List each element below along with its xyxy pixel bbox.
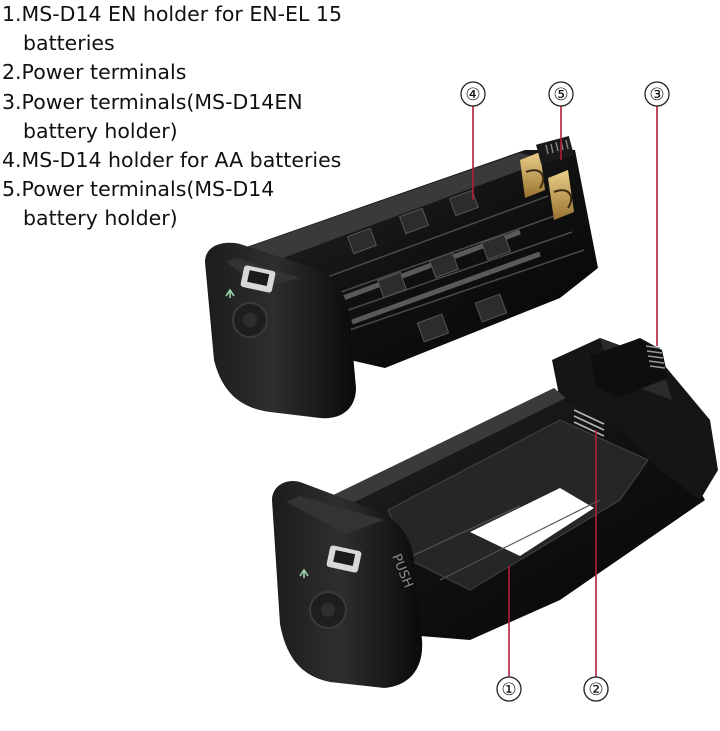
en-holder-grip bbox=[272, 480, 423, 688]
en-holder-end-block bbox=[552, 338, 718, 500]
en-el15-battery-holder: PUSH bbox=[272, 338, 718, 688]
legend-item-4-line1: 4.MS-D14 holder for AA batteries bbox=[2, 148, 342, 173]
aa-holder-top-rail bbox=[240, 153, 548, 262]
en-holder-power-terminals-top bbox=[590, 338, 668, 398]
callout-5: ⑤ bbox=[548, 81, 574, 107]
legend-item-3: 3.Power terminals(MS-D14EN battery holde… bbox=[2, 88, 402, 146]
legend-item-2-line1: 2.Power terminals bbox=[2, 60, 187, 85]
callout-4-label: ④ bbox=[465, 85, 480, 105]
en-holder-side-rail bbox=[294, 388, 566, 526]
aa-holder-lock-icon bbox=[225, 288, 235, 298]
legend-item-4: 4.MS-D14 holder for AA batteries bbox=[2, 146, 402, 175]
aa-battery-holder bbox=[205, 135, 598, 419]
legend-item-2: 2.Power terminals bbox=[2, 58, 402, 87]
aa-holder-ribs bbox=[347, 189, 511, 343]
callout-4: ④ bbox=[460, 81, 486, 107]
callout-3-label: ③ bbox=[649, 85, 664, 105]
callout-1: ① bbox=[496, 676, 522, 702]
legend-item-3-line1: 3.Power terminals(MS-D14EN bbox=[2, 89, 303, 114]
callout-5-label: ⑤ bbox=[553, 85, 568, 105]
legend-item-1: 1.MS-D14 EN holder for EN-EL 15 batterie… bbox=[2, 0, 402, 58]
callout-1-label: ① bbox=[501, 680, 516, 700]
legend-list: 1.MS-D14 EN holder for EN-EL 15 batterie… bbox=[2, 0, 402, 234]
aa-holder-terminals bbox=[520, 152, 574, 220]
legend-item-5-line2: battery holder) bbox=[23, 206, 178, 231]
aa-holder-power-terminals bbox=[535, 135, 575, 165]
leader-lines bbox=[472, 106, 658, 677]
legend-item-5-line1: 5.Power terminals(MS-D14 bbox=[2, 177, 275, 202]
legend-item-1-line2: batteries bbox=[23, 31, 115, 56]
callout-3: ③ bbox=[644, 81, 670, 107]
legend-item-5: 5.Power terminals(MS-D14 battery holder) bbox=[2, 175, 402, 233]
legend-item-1-line1: 1.MS-D14 EN holder for EN-EL 15 bbox=[2, 2, 343, 26]
legend-item-3-line2: battery holder) bbox=[23, 118, 178, 143]
callout-2-label: ② bbox=[588, 680, 603, 700]
en-holder-lock-icon bbox=[299, 568, 309, 578]
callout-2: ② bbox=[583, 676, 609, 702]
en-holder-cutout bbox=[470, 488, 594, 556]
